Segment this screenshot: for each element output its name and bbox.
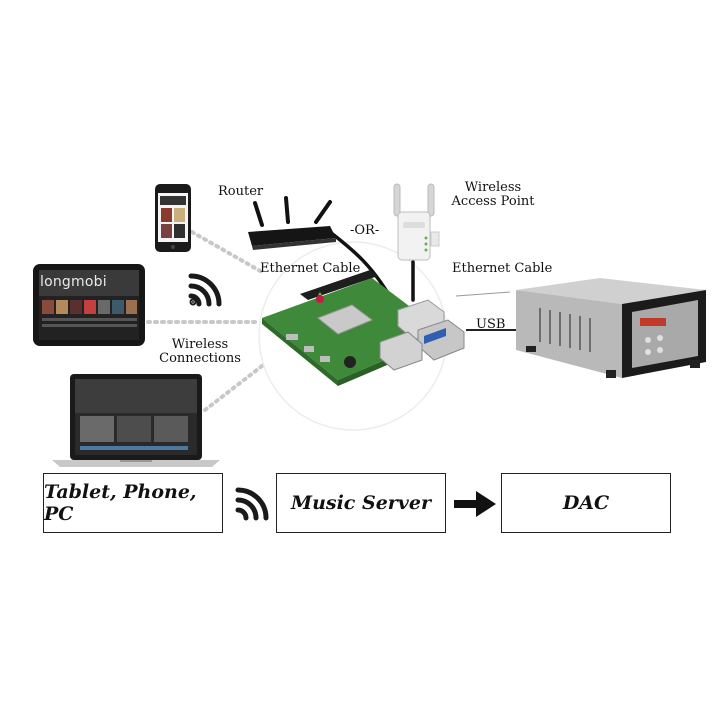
router-label: Router: [218, 184, 264, 199]
tablet-illustration: [33, 264, 145, 346]
usb-leader-line: [455, 291, 511, 297]
wireless-connections-label-line1: Wireless: [171, 337, 229, 352]
or-label: -OR-: [350, 223, 380, 238]
tablet-brand-text: longmobi: [40, 274, 107, 290]
ethernet-cable-label-left: Ethernet Cable: [260, 261, 361, 276]
usb-label: USB: [476, 317, 506, 332]
wireless-connections-label-line2: Connections: [159, 351, 241, 366]
ethernet-cable-label-right: Ethernet Cable: [452, 261, 553, 276]
access-point-label-line1: Wireless: [464, 180, 522, 195]
flow-box-dac: DAC: [501, 473, 671, 533]
flow-box-source-label: Tablet, Phone, PC: [44, 481, 197, 525]
router-illustration: [248, 196, 336, 250]
access-point-label-line2: Access Point: [451, 194, 535, 209]
wifi-icon-devices: [188, 273, 222, 307]
flow-box-source: Tablet, Phone, PC: [43, 473, 223, 533]
raspberry-pi-illustration: [262, 270, 465, 386]
flow-box-server: Music Server: [276, 473, 446, 533]
phone-illustration: [155, 184, 191, 252]
wireless-connections-label: Wireless Connections: [152, 338, 248, 366]
arrow-right-icon: [454, 491, 496, 517]
flow-box-dac-label: DAC: [562, 492, 610, 514]
dac-illustration: [516, 278, 706, 378]
access-point-label: Wireless Access Point: [447, 181, 539, 209]
access-point-illustration: [393, 183, 440, 261]
wireless-dotted-lines: [146, 230, 264, 412]
wifi-icon: [235, 487, 269, 521]
flow-box-server-label: Music Server: [291, 492, 431, 514]
laptop-illustration: [52, 374, 220, 467]
